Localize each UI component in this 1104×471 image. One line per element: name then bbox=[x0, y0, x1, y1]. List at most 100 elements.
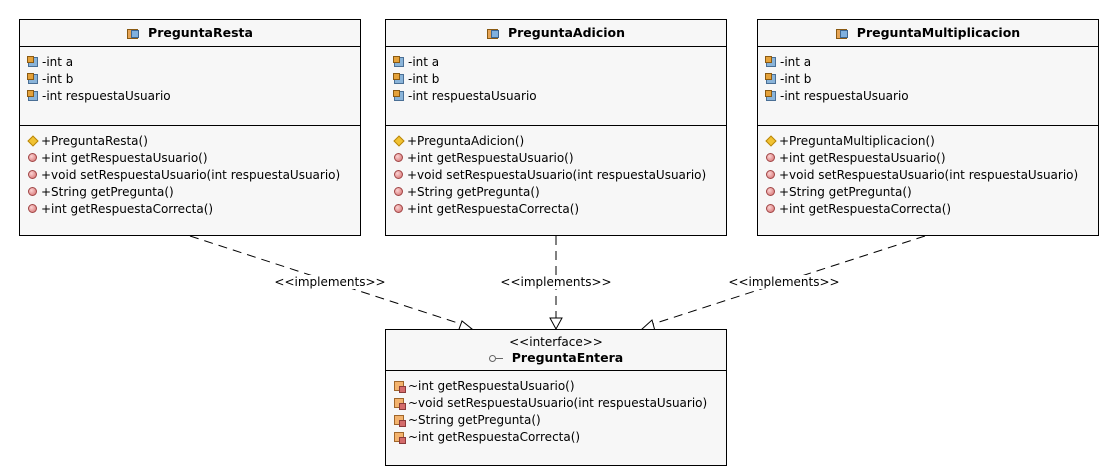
interface-stereotype: <<interface>> bbox=[509, 334, 603, 349]
attribute-text: -int respuestaUsuario bbox=[42, 88, 171, 103]
method-text: +String getPregunta() bbox=[779, 184, 912, 199]
class-icon bbox=[835, 28, 848, 39]
public-method-icon bbox=[28, 204, 37, 213]
constructor-icon bbox=[765, 134, 777, 147]
method-text: +String getPregunta() bbox=[41, 184, 174, 199]
attribute-text: -int b bbox=[408, 71, 440, 86]
attribute-text: -int a bbox=[408, 54, 440, 69]
methods-section: +PreguntaResta() +int getRespuestaUsuari… bbox=[20, 125, 360, 217]
method-row: ~int getRespuestaUsuario() bbox=[394, 377, 726, 394]
edge-adicion-implements[interactable] bbox=[549, 236, 563, 331]
attribute-row: -int b bbox=[393, 70, 726, 87]
interface-box-pregunta-entera[interactable]: <<interface>> PreguntaEntera ~int getRes… bbox=[385, 329, 727, 466]
attribute-text: -int a bbox=[780, 54, 812, 69]
method-row: ~String getPregunta() bbox=[394, 411, 726, 428]
attribute-row: -int b bbox=[27, 70, 360, 87]
method-text: +PreguntaResta() bbox=[41, 133, 148, 148]
attribute-row: -int respuestaUsuario bbox=[765, 87, 1098, 104]
class-header: PreguntaResta bbox=[20, 20, 360, 47]
method-text: +void setRespuestaUsuario(int respuestaU… bbox=[41, 167, 341, 182]
method-text: +void setRespuestaUsuario(int respuestaU… bbox=[407, 167, 707, 182]
attribute-row: -int respuestaUsuario bbox=[393, 87, 726, 104]
method-text: +PreguntaAdicion() bbox=[407, 133, 525, 148]
abstract-method-icon bbox=[394, 414, 406, 427]
method-text: +int getRespuestaUsuario() bbox=[779, 150, 946, 165]
abstract-method-icon bbox=[394, 431, 406, 444]
method-text: ~String getPregunta() bbox=[408, 412, 541, 427]
method-row: +void setRespuestaUsuario(int respuestaU… bbox=[766, 166, 1098, 183]
public-method-icon bbox=[766, 170, 775, 179]
realization-arrowhead bbox=[549, 317, 563, 331]
public-method-icon bbox=[766, 153, 775, 162]
public-method-icon bbox=[766, 204, 775, 213]
method-row: +String getPregunta() bbox=[28, 183, 360, 200]
public-method-icon bbox=[28, 187, 37, 196]
method-row: +int getRespuestaCorrecta() bbox=[394, 200, 726, 217]
method-text: +int getRespuestaCorrecta() bbox=[779, 201, 952, 216]
method-text: ~int getRespuestaUsuario() bbox=[408, 378, 575, 393]
class-name: PreguntaAdicion bbox=[507, 25, 626, 40]
interface-icon bbox=[488, 354, 503, 362]
abstract-method-icon bbox=[394, 397, 406, 410]
attribute-row: -int respuestaUsuario bbox=[27, 87, 360, 104]
method-text: ~int getRespuestaCorrecta() bbox=[408, 429, 581, 444]
private-field-icon bbox=[393, 55, 404, 67]
method-row: +int getRespuestaCorrecta() bbox=[28, 200, 360, 217]
constructor-icon bbox=[393, 134, 405, 147]
class-name: PreguntaMultiplicacion bbox=[856, 25, 1021, 40]
attribute-text: -int b bbox=[42, 71, 74, 86]
attribute-row: -int a bbox=[765, 53, 1098, 70]
method-text: +int getRespuestaCorrecta() bbox=[41, 201, 214, 216]
method-row: +int getRespuestaUsuario() bbox=[766, 149, 1098, 166]
public-method-icon bbox=[394, 204, 403, 213]
private-field-icon bbox=[393, 89, 404, 101]
class-box-pregunta-multiplicacion[interactable]: PreguntaMultiplicacion -int a -int b -in… bbox=[757, 19, 1099, 236]
method-row: +void setRespuestaUsuario(int respuestaU… bbox=[28, 166, 360, 183]
public-method-icon bbox=[766, 187, 775, 196]
method-text: +void setRespuestaUsuario(int respuestaU… bbox=[779, 167, 1079, 182]
method-text: ~void setRespuestaUsuario(int respuestaU… bbox=[408, 395, 708, 410]
methods-section: +PreguntaMultiplicacion() +int getRespue… bbox=[758, 125, 1098, 217]
public-method-icon bbox=[394, 170, 403, 179]
method-row: +String getPregunta() bbox=[766, 183, 1098, 200]
attributes-section: -int a -int b -int respuestaUsuario bbox=[20, 47, 360, 125]
edge-label-resta: <<implements>> bbox=[273, 275, 387, 289]
attribute-text: -int respuestaUsuario bbox=[780, 88, 909, 103]
private-field-icon bbox=[765, 72, 776, 84]
attributes-section: -int a -int b -int respuestaUsuario bbox=[386, 47, 726, 125]
private-field-icon bbox=[27, 89, 38, 101]
attributes-section: -int a -int b -int respuestaUsuario bbox=[758, 47, 1098, 125]
private-field-icon bbox=[27, 55, 38, 67]
edge-label-multiplicacion: <<implements>> bbox=[727, 275, 841, 289]
attribute-text: -int a bbox=[42, 54, 74, 69]
method-row: +int getRespuestaCorrecta() bbox=[766, 200, 1098, 217]
method-row: +String getPregunta() bbox=[394, 183, 726, 200]
private-field-icon bbox=[27, 72, 38, 84]
method-row: +PreguntaMultiplicacion() bbox=[765, 132, 1098, 149]
class-box-pregunta-resta[interactable]: PreguntaResta -int a -int b -int respues… bbox=[19, 19, 361, 236]
abstract-method-icon bbox=[394, 380, 406, 393]
private-field-icon bbox=[765, 55, 776, 67]
interface-methods-section: ~int getRespuestaUsuario() ~void setResp… bbox=[386, 371, 726, 445]
edge-label-adicion: <<implements>> bbox=[499, 275, 613, 289]
public-method-icon bbox=[394, 153, 403, 162]
private-field-icon bbox=[393, 72, 404, 84]
method-row: ~void setRespuestaUsuario(int respuestaU… bbox=[394, 394, 726, 411]
method-row: +int getRespuestaUsuario() bbox=[394, 149, 726, 166]
method-text: +PreguntaMultiplicacion() bbox=[779, 133, 935, 148]
method-text: +int getRespuestaUsuario() bbox=[407, 150, 574, 165]
public-method-icon bbox=[28, 153, 37, 162]
constructor-icon bbox=[27, 134, 39, 147]
class-header: PreguntaAdicion bbox=[386, 20, 726, 47]
attribute-text: -int respuestaUsuario bbox=[408, 88, 537, 103]
method-text: +int getRespuestaCorrecta() bbox=[407, 201, 580, 216]
public-method-icon bbox=[394, 187, 403, 196]
public-method-icon bbox=[28, 170, 37, 179]
private-field-icon bbox=[765, 89, 776, 101]
class-box-pregunta-adicion[interactable]: PreguntaAdicion -int a -int b -int respu… bbox=[385, 19, 727, 236]
method-text: +int getRespuestaUsuario() bbox=[41, 150, 208, 165]
class-header: PreguntaMultiplicacion bbox=[758, 20, 1098, 47]
attribute-row: -int a bbox=[393, 53, 726, 70]
attribute-text: -int b bbox=[780, 71, 812, 86]
